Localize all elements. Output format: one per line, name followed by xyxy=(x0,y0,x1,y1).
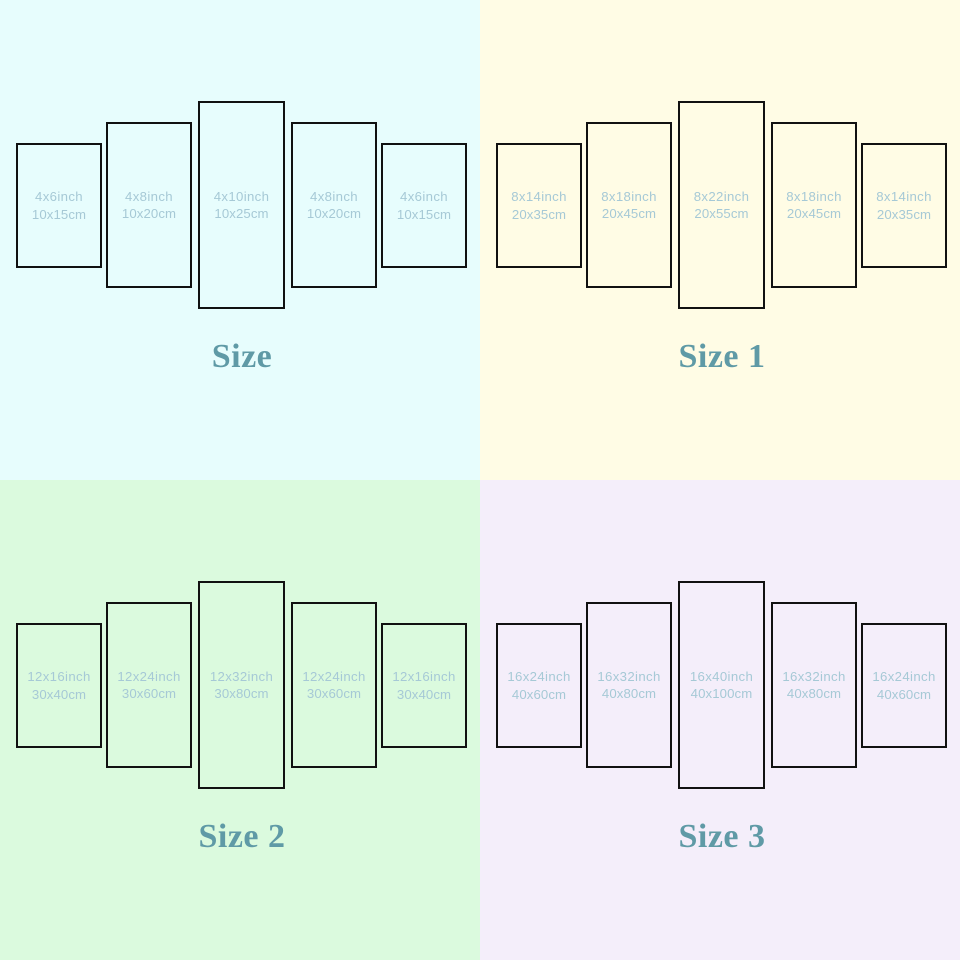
canvas-panel-5-cm: 30x40cm xyxy=(396,686,452,702)
canvas-panel-1-label: 8x14inch 20x35cm xyxy=(511,188,567,223)
canvas-panel-2[interactable]: 12x24inch 30x60cm xyxy=(106,602,192,768)
canvas-panel-3-label: 16x40inch 40x100cm xyxy=(690,668,753,703)
canvas-panel-3-label: 4x10inch 10x25cm xyxy=(214,188,270,223)
canvas-panel-4-inch: 16x32inch xyxy=(782,668,846,684)
canvas-panel-4-cm: 40x80cm xyxy=(786,686,842,701)
canvas-panel-5-label: 12x16inch 30x40cm xyxy=(392,668,455,703)
canvas-panel-4-cm: 10x20cm xyxy=(306,206,362,221)
canvas-panel-4-label: 12x24inch 30x60cm xyxy=(302,668,365,703)
canvas-panel-3[interactable]: 8x22inch 20x55cm xyxy=(678,101,765,309)
canvas-panel-3-inch: 8x22inch xyxy=(693,188,750,204)
canvas-panel-3-cm: 30x80cm xyxy=(214,686,269,701)
canvas-panel-3[interactable]: 16x40inch 40x100cm xyxy=(678,581,765,789)
canvas-panel-group: 8x14inch 20x35cm 8x18inch 20x45cm 8x22in… xyxy=(480,0,960,480)
canvas-panel-3-inch: 4x10inch xyxy=(213,188,270,204)
canvas-panel-group: 4x6inch 10x15cm 4x8inch 10x20cm 4x10inch… xyxy=(0,0,480,480)
canvas-panel-4[interactable]: 8x18inch 20x45cm xyxy=(771,122,857,288)
size-option-panel-size-1[interactable]: 8x14inch 20x35cm 8x18inch 20x45cm 8x22in… xyxy=(480,0,960,480)
canvas-panel-1[interactable]: 4x6inch 10x15cm xyxy=(16,143,102,268)
canvas-panel-3-cm: 20x55cm xyxy=(694,206,749,221)
canvas-panel-1-label: 4x6inch 10x15cm xyxy=(32,188,86,223)
canvas-panel-2-inch: 4x8inch xyxy=(125,188,173,204)
canvas-panel-5-inch: 8x14inch xyxy=(876,189,932,205)
canvas-panel-5-label: 16x24inch 40x60cm xyxy=(872,668,935,703)
canvas-panel-1[interactable]: 16x24inch 40x60cm xyxy=(496,623,582,748)
canvas-panel-3-inch: 16x40inch xyxy=(689,668,754,684)
canvas-panel-3-label: 12x32inch 30x80cm xyxy=(210,668,273,703)
size-option-panel-size-2[interactable]: 12x16inch 30x40cm 12x24inch 30x60cm 12x3… xyxy=(0,480,480,960)
canvas-panel-4[interactable]: 4x8inch 10x20cm xyxy=(291,122,377,288)
size-option-title: Size 1 xyxy=(678,338,766,375)
canvas-panel-1-inch: 4x6inch xyxy=(35,189,83,205)
size-option-title: Size 3 xyxy=(678,818,766,855)
canvas-panel-3-inch: 12x32inch xyxy=(209,668,274,684)
canvas-panel-2-cm: 10x20cm xyxy=(121,206,177,221)
size-option-title: Size 2 xyxy=(198,818,286,855)
canvas-panel-2[interactable]: 8x18inch 20x45cm xyxy=(586,122,672,288)
canvas-panel-2-inch: 12x24inch xyxy=(117,668,181,684)
canvas-panel-1-cm: 40x60cm xyxy=(511,686,567,702)
canvas-panel-2[interactable]: 16x32inch 40x80cm xyxy=(586,602,672,768)
canvas-panel-4-inch: 12x24inch xyxy=(302,668,366,684)
canvas-panel-5-inch: 4x6inch xyxy=(400,189,448,205)
canvas-panel-4-inch: 4x8inch xyxy=(310,188,358,204)
canvas-panel-1[interactable]: 8x14inch 20x35cm xyxy=(496,143,582,268)
canvas-panel-5-inch: 16x24inch xyxy=(872,669,936,685)
canvas-panel-2-label: 8x18inch 20x45cm xyxy=(601,188,657,223)
canvas-panel-2[interactable]: 4x8inch 10x20cm xyxy=(106,122,192,288)
canvas-panel-group: 16x24inch 40x60cm 16x32inch 40x80cm 16x4… xyxy=(480,480,960,960)
canvas-panel-5[interactable]: 4x6inch 10x15cm xyxy=(381,143,467,268)
canvas-panel-3-cm: 10x25cm xyxy=(214,206,269,221)
size-option-panel-size[interactable]: 4x6inch 10x15cm 4x8inch 10x20cm 4x10inch… xyxy=(0,0,480,480)
canvas-panel-5-label: 4x6inch 10x15cm xyxy=(397,188,451,223)
canvas-panel-1[interactable]: 12x16inch 30x40cm xyxy=(16,623,102,748)
canvas-panel-4-cm: 30x60cm xyxy=(306,686,362,701)
canvas-panel-1-cm: 10x15cm xyxy=(31,206,87,222)
canvas-panel-5[interactable]: 16x24inch 40x60cm xyxy=(861,623,947,748)
canvas-panel-1-label: 16x24inch 40x60cm xyxy=(507,668,570,703)
canvas-panel-3-label: 8x22inch 20x55cm xyxy=(694,188,750,223)
canvas-panel-4[interactable]: 16x32inch 40x80cm xyxy=(771,602,857,768)
canvas-panel-3-cm: 40x100cm xyxy=(690,686,753,701)
canvas-panel-5[interactable]: 8x14inch 20x35cm xyxy=(861,143,947,268)
canvas-panel-2-inch: 8x18inch xyxy=(601,188,657,204)
canvas-panel-1-cm: 20x35cm xyxy=(511,206,567,222)
canvas-panel-1-inch: 8x14inch xyxy=(511,189,567,205)
canvas-panel-4-inch: 8x18inch xyxy=(786,188,842,204)
canvas-panel-2-cm: 20x45cm xyxy=(601,206,657,221)
size-option-title: Size xyxy=(211,338,273,375)
canvas-panel-1-cm: 30x40cm xyxy=(31,686,87,702)
canvas-panel-5-cm: 20x35cm xyxy=(876,206,932,222)
canvas-panel-2-label: 12x24inch 30x60cm xyxy=(117,668,180,703)
canvas-panel-2-label: 4x8inch 10x20cm xyxy=(122,188,176,223)
canvas-panel-5[interactable]: 12x16inch 30x40cm xyxy=(381,623,467,748)
canvas-panel-5-label: 8x14inch 20x35cm xyxy=(876,188,932,223)
size-option-panel-size-3[interactable]: 16x24inch 40x60cm 16x32inch 40x80cm 16x4… xyxy=(480,480,960,960)
canvas-panel-1-inch: 12x16inch xyxy=(27,669,91,685)
canvas-panel-5-cm: 10x15cm xyxy=(396,206,452,222)
canvas-panel-3[interactable]: 12x32inch 30x80cm xyxy=(198,581,285,789)
canvas-panel-2-inch: 16x32inch xyxy=(597,668,661,684)
canvas-panel-2-label: 16x32inch 40x80cm xyxy=(597,668,660,703)
canvas-panel-4-label: 8x18inch 20x45cm xyxy=(786,188,842,223)
canvas-panel-4-label: 4x8inch 10x20cm xyxy=(307,188,361,223)
canvas-panel-group: 12x16inch 30x40cm 12x24inch 30x60cm 12x3… xyxy=(0,480,480,960)
canvas-panel-4-cm: 20x45cm xyxy=(786,206,842,221)
canvas-panel-4[interactable]: 12x24inch 30x60cm xyxy=(291,602,377,768)
canvas-panel-2-cm: 40x80cm xyxy=(601,686,657,701)
canvas-panel-1-inch: 16x24inch xyxy=(507,669,571,685)
canvas-panel-5-cm: 40x60cm xyxy=(876,686,932,702)
canvas-panel-3[interactable]: 4x10inch 10x25cm xyxy=(198,101,285,309)
canvas-panel-1-label: 12x16inch 30x40cm xyxy=(27,668,90,703)
canvas-panel-2-cm: 30x60cm xyxy=(121,686,177,701)
canvas-panel-4-label: 16x32inch 40x80cm xyxy=(782,668,845,703)
canvas-panel-5-inch: 12x16inch xyxy=(392,669,456,685)
